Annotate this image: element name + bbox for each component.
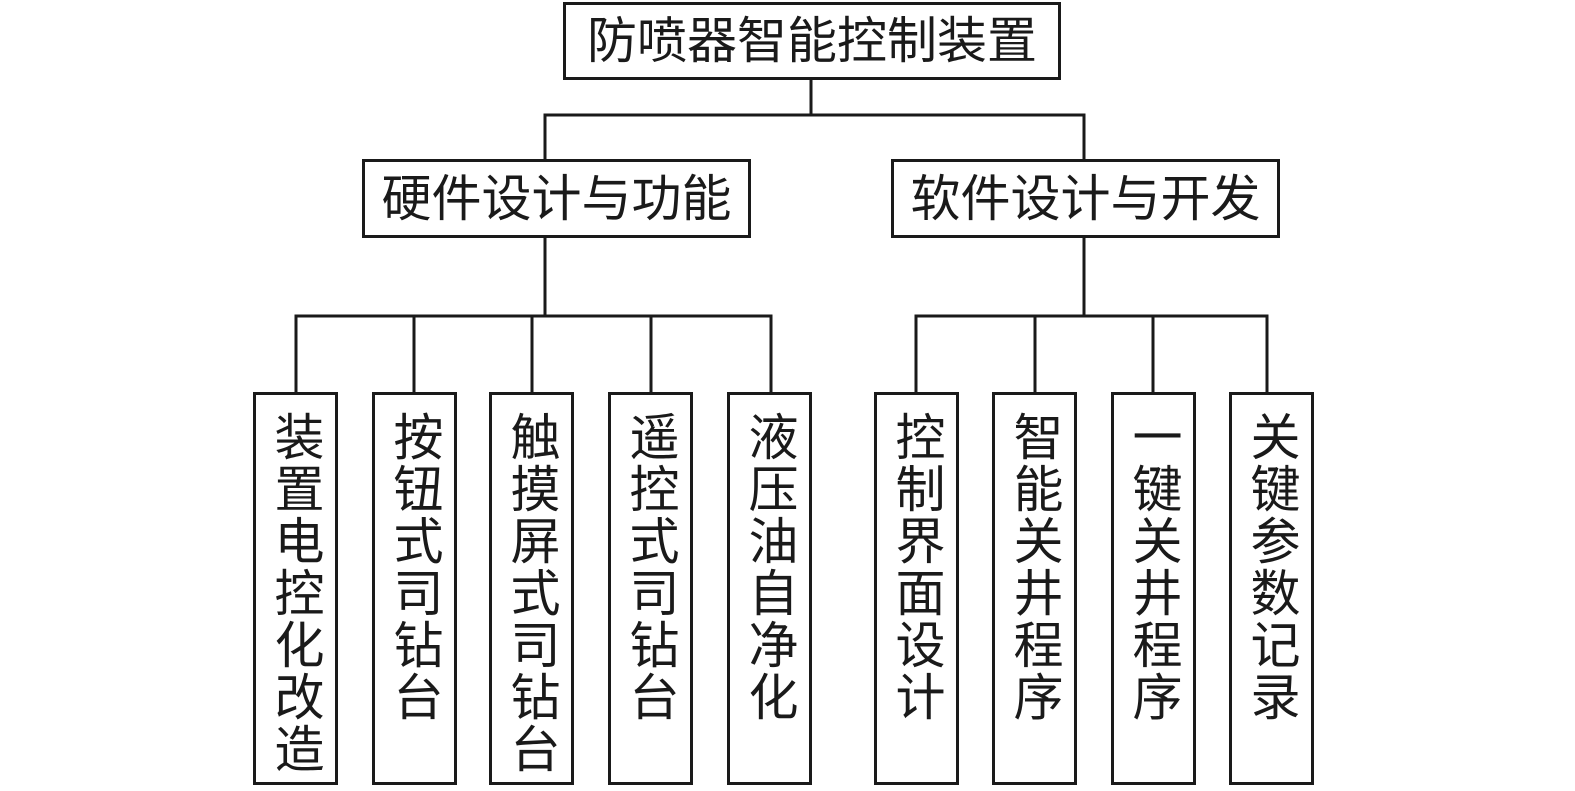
leaf-node-hydraulic-oil-self-cleaning: 液压油自净化 <box>727 392 812 785</box>
root-node-label: 防喷器智能控制装置 <box>587 12 1037 70</box>
leaf-node-label: 智能关井程序 <box>1005 411 1064 723</box>
leaf-node-label: 触摸屏式司钻台 <box>502 411 561 775</box>
leaf-node-label: 控制界面设计 <box>887 411 946 723</box>
leaf-node-label: 遥控式司钻台 <box>621 411 680 723</box>
leaf-node-label: 液压油自净化 <box>740 411 799 723</box>
leaf-node-smart-shut-in-program: 智能关井程序 <box>992 392 1077 785</box>
leaf-node-label: 一键关井程序 <box>1124 411 1183 723</box>
branch-node-hardware: 硬件设计与功能 <box>362 159 751 238</box>
leaf-node-control-interface-design: 控制界面设计 <box>874 392 959 785</box>
leaf-node-remote-console: 遥控式司钻台 <box>608 392 693 785</box>
leaf-node-label: 按钮式司钻台 <box>385 411 444 723</box>
leaf-node-one-key-shut-in-program: 一键关井程序 <box>1111 392 1196 785</box>
branch-node-software-label: 软件设计与开发 <box>910 169 1261 228</box>
leaf-node-button-console: 按钮式司钻台 <box>372 392 457 785</box>
leaf-node-electric-control-retrofit: 装置电控化改造 <box>253 392 338 785</box>
leaf-node-label: 关键参数记录 <box>1242 411 1301 723</box>
branch-node-hardware-label: 硬件设计与功能 <box>381 169 732 228</box>
branch-node-software: 软件设计与开发 <box>891 159 1280 238</box>
leaf-node-label: 装置电控化改造 <box>266 411 325 775</box>
root-node: 防喷器智能控制装置 <box>563 2 1061 80</box>
leaf-node-touchscreen-console: 触摸屏式司钻台 <box>489 392 574 785</box>
leaf-node-key-parameter-recording: 关键参数记录 <box>1229 392 1314 785</box>
